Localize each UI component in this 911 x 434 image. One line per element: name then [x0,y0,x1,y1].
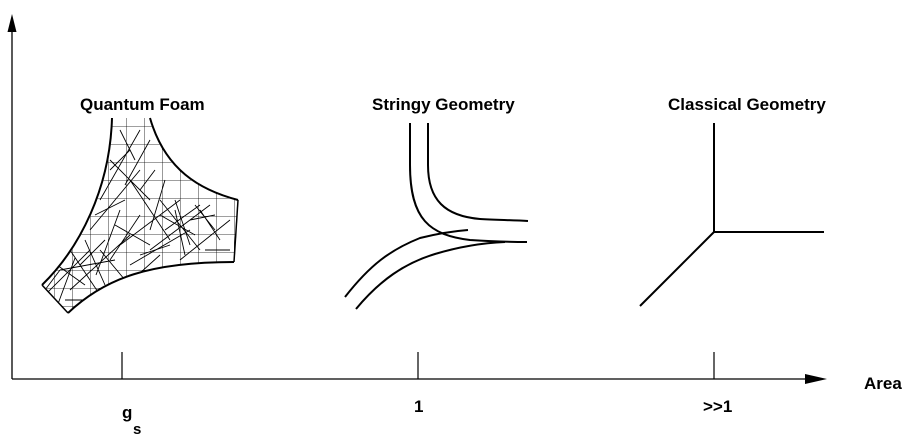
y-axis-arrowhead [7,14,17,32]
tick-label-gs-subscript: s [133,421,141,434]
classical-geometry-illustration [639,123,824,307]
tick-label-gs: g [122,403,132,422]
x-axis-label: Area [864,374,902,393]
stringy-geometry-illustration [344,123,529,310]
quantum-foam-illustration [41,117,239,314]
classical-geometry-title: Classical Geometry [668,95,826,114]
quantum-foam-title: Quantum Foam [80,95,205,114]
x-axis-arrowhead [805,374,827,384]
axes [7,14,827,384]
tick-label-one: 1 [414,397,423,416]
stringy-geometry-title: Stringy Geometry [372,95,515,114]
tick-label-much-greater: >>1 [703,397,732,416]
